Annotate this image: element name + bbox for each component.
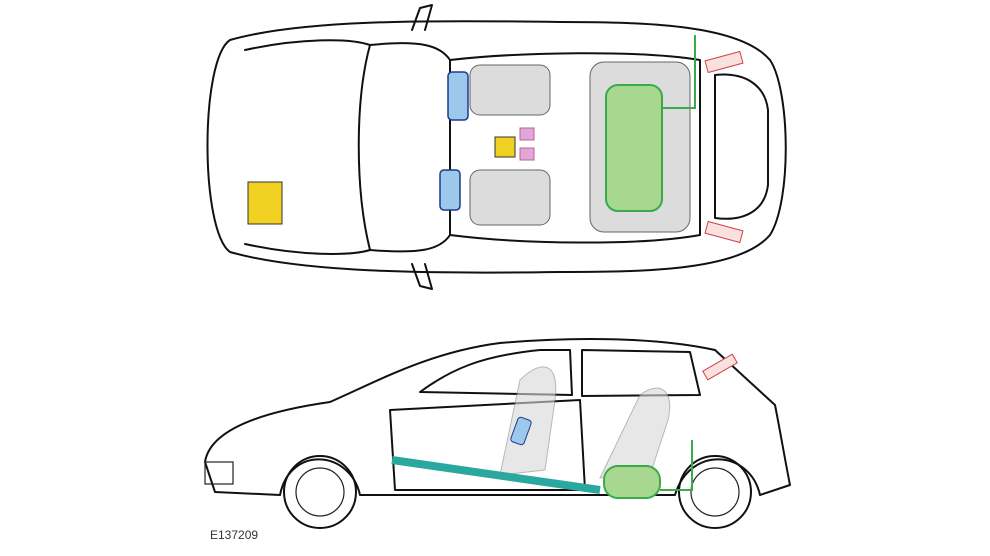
pretensioner-side <box>702 353 738 381</box>
side-airbag-side <box>603 465 661 499</box>
side-view <box>204 337 791 529</box>
rear-side-airbag <box>605 84 663 212</box>
front-seat-left <box>469 64 551 116</box>
driver-airbag-side <box>510 416 532 446</box>
mirror-left <box>411 4 433 31</box>
top-view <box>206 4 787 290</box>
airbag-wiring-top <box>662 35 696 109</box>
side-body-outline <box>204 337 791 496</box>
pretensioner-left <box>704 50 744 74</box>
front-seat-right <box>469 169 551 226</box>
headlamp <box>204 461 234 485</box>
rear-window <box>714 73 769 220</box>
crash-sensor-icon <box>494 136 516 158</box>
indicator-module <box>519 127 535 141</box>
car-body-outline <box>206 20 787 274</box>
front-window <box>419 349 573 396</box>
rear-wheel <box>678 455 752 529</box>
mirror-right <box>411 263 433 290</box>
front-crash-sensor <box>247 181 283 225</box>
windshield <box>369 42 451 253</box>
driver-airbag <box>439 169 461 211</box>
indicator-module <box>519 147 535 161</box>
roof-outline <box>449 52 701 244</box>
curtain-airbag <box>391 456 601 494</box>
rear-window-side <box>581 349 701 397</box>
front-hubcap <box>295 467 345 517</box>
pretensioner-right <box>704 220 744 244</box>
rear-hubcap <box>690 467 740 517</box>
rear-seat-side <box>599 387 671 479</box>
hood-line <box>244 39 371 255</box>
figure-reference-code: E137209 <box>210 528 259 542</box>
airbag-wiring-side <box>660 440 693 491</box>
passenger-airbag <box>447 71 469 121</box>
front-wheel <box>283 455 357 529</box>
